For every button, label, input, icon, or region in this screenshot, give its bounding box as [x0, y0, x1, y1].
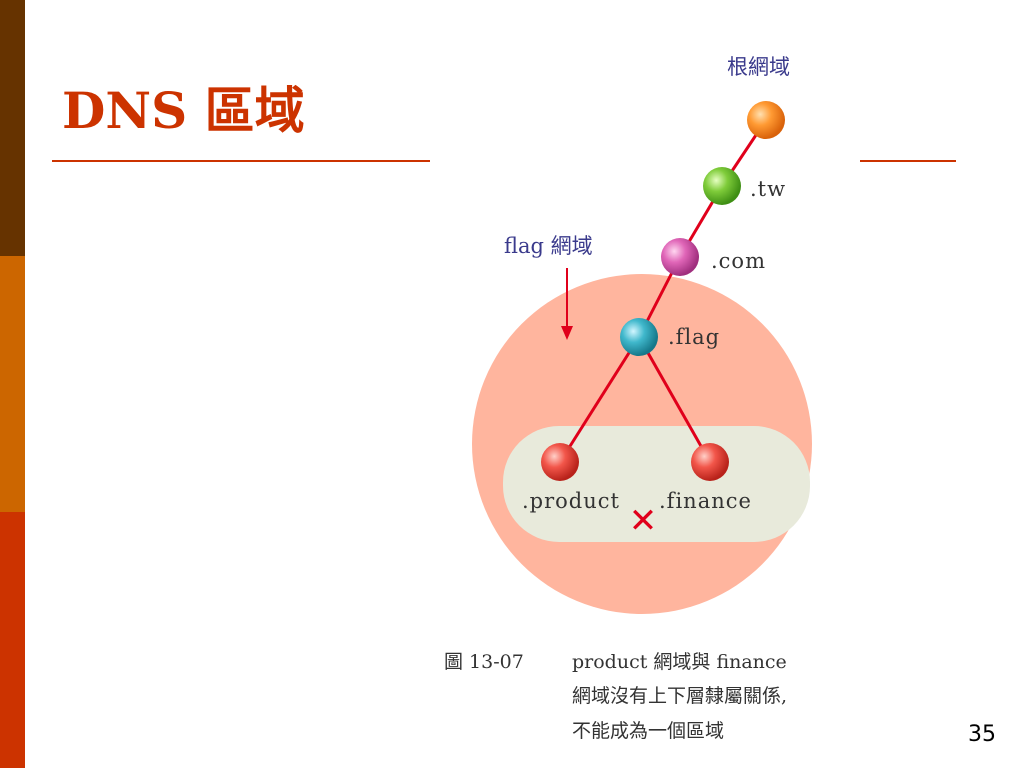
caption-line-3: 不能成為一個區域: [572, 720, 724, 742]
subzone-pill: [503, 426, 810, 542]
node-product: [541, 443, 579, 481]
root-label: 根網域: [727, 55, 790, 79]
caption-line-1: product 網域與 finance: [572, 651, 787, 673]
zone-pointer-arrowhead: [561, 326, 573, 340]
sidebar-band-top: [0, 0, 25, 256]
no-relation-mark: ✕: [629, 501, 658, 541]
page-number: 35: [968, 722, 996, 747]
slide-title: DNS 區域: [62, 81, 305, 140]
node-com-label: .com: [711, 249, 766, 273]
node-root: [747, 101, 785, 139]
edge-flag-finance: [637, 336, 712, 463]
node-flag-label: .flag: [668, 325, 720, 349]
title-rule-left: [52, 160, 430, 162]
zone-label: flag 網域: [504, 234, 593, 258]
sidebar-band-bottom: [0, 512, 25, 768]
sidebar-band-middle: [0, 256, 25, 512]
node-finance: [691, 443, 729, 481]
title-rule-right: [860, 160, 956, 162]
caption-number: 圖 13-07: [444, 651, 524, 673]
node-tw: [703, 167, 741, 205]
node-com: [661, 238, 699, 276]
node-product-label: .product: [522, 489, 620, 513]
node-finance-label: .finance: [659, 489, 752, 513]
caption-line-2: 網域沒有上下層隸屬關係,: [572, 685, 787, 707]
edge-flag-product: [558, 336, 641, 463]
node-tw-label: .tw: [750, 177, 786, 201]
node-flag: [620, 318, 658, 356]
